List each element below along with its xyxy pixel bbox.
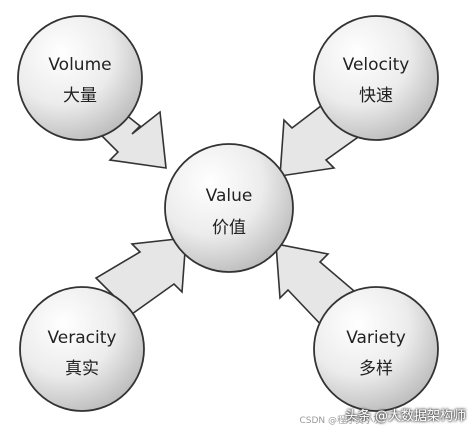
node-variety: Variety 多样	[313, 286, 439, 412]
node-velocity: Velocity 快速	[313, 15, 439, 141]
csdn-watermark: CSDN @程序员小灰	[299, 416, 382, 426]
node-volume-title: Volume	[48, 55, 111, 75]
node-value-title: Value	[206, 186, 253, 206]
node-veracity: Veracity 真实	[19, 286, 145, 412]
node-volume-subtitle: 大量	[63, 86, 97, 106]
node-variety-subtitle: 多样	[359, 359, 393, 379]
node-value: Value 价值	[164, 143, 294, 273]
node-veracity-title: Veracity	[48, 328, 117, 348]
node-value-subtitle: 价值	[212, 218, 246, 238]
node-variety-title: Variety	[346, 328, 406, 348]
node-velocity-subtitle: 快速	[359, 86, 393, 106]
node-volume: Volume 大量	[17, 15, 143, 141]
node-velocity-title: Velocity	[343, 55, 410, 75]
watermark: 头条 @大数据架构师	[344, 409, 466, 424]
node-veracity-subtitle: 真实	[65, 359, 99, 379]
